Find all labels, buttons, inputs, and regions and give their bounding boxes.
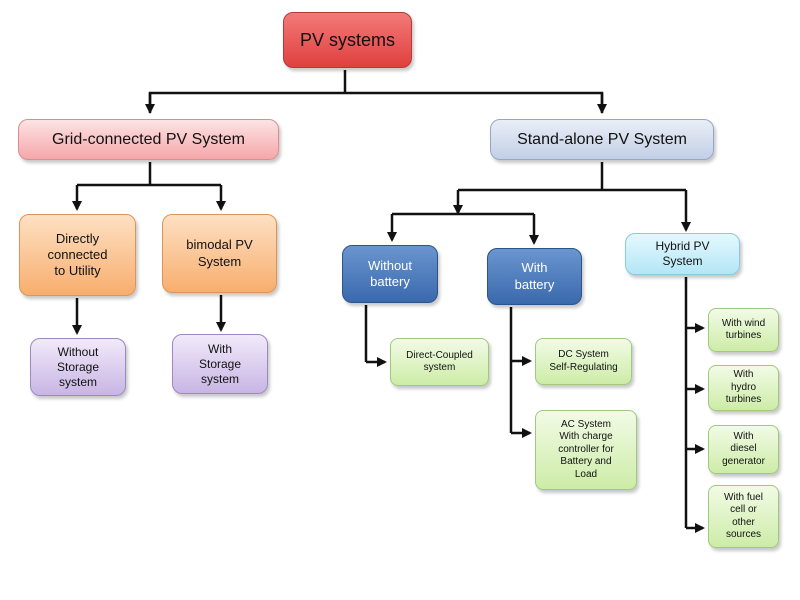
node-hybrid: Hybrid PV System (625, 233, 740, 275)
node-hydro: With hydro turbines (708, 365, 779, 411)
hybrid-label: Hybrid PV System (655, 239, 710, 268)
node-direct-coupled: Direct-Coupled system (390, 338, 489, 386)
root-node-pv-systems: PV systems (283, 12, 412, 68)
node-grid-connected: Grid-connected PV System (18, 119, 279, 160)
ac-system-label: AC System With charge controller for Bat… (558, 418, 614, 480)
fuel-label: With fuel cell or other sources (724, 491, 763, 541)
bimodal-label: bimodal PV System (186, 237, 253, 269)
grid-connected-label: Grid-connected PV System (52, 130, 245, 148)
node-without-battery: Without battery (342, 245, 438, 303)
node-ac-system: AC System With charge controller for Bat… (535, 410, 637, 490)
hydro-label: With hydro turbines (725, 369, 762, 406)
node-with-storage: With Storage system (172, 334, 268, 394)
with-battery-label: With battery (514, 260, 555, 292)
without-battery-label: Without battery (367, 257, 413, 289)
node-diesel: With diesel generator (708, 425, 779, 474)
direct-coupled-label: Direct-Coupled system (406, 349, 473, 374)
wind-label: With wind turbines (721, 317, 766, 342)
directly-connected-label: Directly connected to Utility (47, 230, 108, 279)
node-bimodal: bimodal PV System (162, 214, 277, 293)
node-directly-connected: Directly connected to Utility (19, 214, 136, 296)
stand-alone-label: Stand-alone PV System (517, 130, 687, 148)
node-wind: With wind turbines (708, 308, 779, 352)
node-fuel: With fuel cell or other sources (708, 485, 779, 548)
root-label: PV systems (299, 29, 396, 50)
diesel-label: With diesel generator (722, 430, 765, 467)
dc-system-label: DC System Self-Regulating (549, 349, 618, 373)
node-with-battery: With battery (487, 248, 582, 305)
without-storage-label: Without Storage system (56, 344, 100, 389)
node-dc-system: DC System Self-Regulating (535, 338, 632, 385)
connector-root-split (148, 91, 604, 113)
node-without-storage: Without Storage system (30, 338, 126, 396)
node-stand-alone: Stand-alone PV System (490, 119, 714, 160)
with-storage-label: With Storage system (198, 341, 242, 386)
